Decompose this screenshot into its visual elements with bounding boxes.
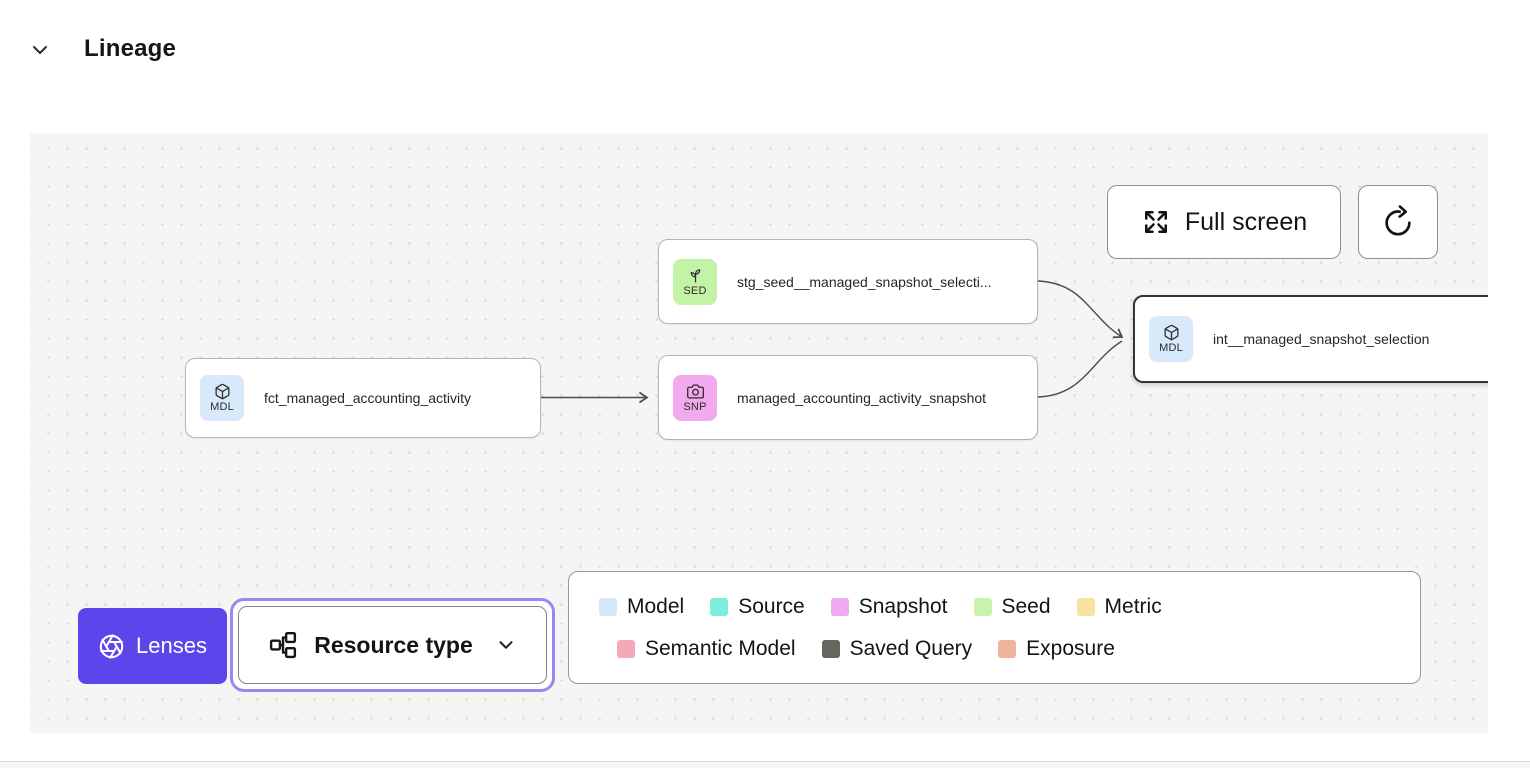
legend-item-snapshot: Snapshot [830, 594, 948, 619]
hierarchy-icon [270, 631, 297, 659]
refresh-icon [1385, 205, 1411, 236]
edge-seed-to-int [1037, 280, 1124, 339]
legend-item-source: Source [710, 595, 805, 619]
node-int-managed-snapshot-selection[interactable]: MDL int__managed_snapshot_selection [1133, 295, 1488, 383]
resource-type-dropdown[interactable]: Resource type [238, 606, 547, 684]
full-screen-button[interactable]: Full screen [1107, 185, 1341, 259]
refresh-button[interactable] [1358, 185, 1438, 259]
badge-code: SNP [683, 400, 707, 413]
resource-type-legend: Model Source Snapshot Seed Metric S [568, 571, 1421, 684]
full-screen-label: Full screen [1184, 207, 1308, 236]
legend-item-seed: Seed [973, 594, 1051, 619]
legend-label: Source [738, 594, 805, 618]
expand-icon [1144, 210, 1167, 233]
legend-label: Seed [1001, 594, 1051, 618]
node-managed-accounting-activity-snapshot[interactable]: SNP managed_accounting_activity_snapshot [658, 355, 1038, 440]
metric-swatch [1076, 597, 1095, 616]
badge-code: MDL [1159, 342, 1183, 354]
legend-item-exposure: Exposure [998, 637, 1115, 661]
legend-row-1: Model Source Snapshot Seed Metric [599, 595, 1420, 619]
node-label: fct_managed_accounting_activity [264, 390, 472, 406]
semantic-model-swatch [617, 639, 635, 658]
model-badge: MDL [1149, 316, 1193, 362]
node-stg-seed-managed-snapshot-selection[interactable]: SED stg_seed__managed_snapshot_selecti..… [658, 239, 1038, 324]
cube-icon [214, 383, 230, 400]
snapshot-swatch [830, 597, 849, 616]
lenses-label: Lenses [136, 633, 207, 658]
resource-type-focus-ring: Resource type [230, 598, 555, 692]
snapshot-badge: SNP [673, 374, 717, 421]
sprout-icon [690, 268, 700, 283]
legend-label: Semantic Model [645, 636, 796, 660]
legend-item-model: Model [599, 595, 684, 619]
edge-snapshot-to-int [1037, 340, 1123, 398]
chevron-down-icon [499, 641, 513, 649]
node-label: stg_seed__managed_snapshot_selecti... [737, 273, 992, 290]
section-divider [0, 761, 1530, 768]
lineage-section-header: Lineage [0, 0, 1530, 100]
cube-icon [1163, 324, 1179, 341]
node-fct-managed-accounting-activity[interactable]: MDL fct_managed_accounting_activity [185, 358, 541, 438]
lineage-canvas[interactable]: Full screen MDL fct_managed_accounting_a… [30, 133, 1488, 733]
legend-label: Metric [1104, 594, 1162, 618]
saved-query-swatch [821, 639, 840, 658]
model-badge: MDL [200, 375, 244, 421]
node-label: int__managed_snapshot_selection [1213, 331, 1430, 347]
legend-item-metric: Metric [1076, 594, 1162, 619]
source-swatch [710, 597, 729, 616]
collapse-chevron-icon[interactable] [28, 38, 52, 62]
legend-row-2: Semantic Model Saved Query Exposure [599, 637, 1420, 661]
badge-code: MDL [210, 401, 234, 413]
seed-swatch [973, 597, 992, 616]
legend-label: Snapshot [858, 594, 948, 618]
legend-item-semantic-model: Semantic Model [617, 637, 796, 661]
seed-badge: SED [673, 258, 717, 305]
camera-icon [686, 383, 704, 399]
exposure-swatch [998, 639, 1017, 658]
legend-item-saved-query: Saved Query [821, 636, 973, 661]
badge-code: SED [683, 284, 707, 297]
aperture-icon [99, 633, 124, 659]
node-label: managed_accounting_activity_snapshot [737, 389, 987, 406]
lenses-button[interactable]: Lenses [78, 608, 227, 684]
model-swatch [599, 597, 617, 616]
legend-label: Exposure [1026, 636, 1115, 660]
legend-label: Model [627, 594, 685, 618]
legend-label: Saved Query [849, 636, 973, 660]
resource-type-label: Resource type [314, 631, 473, 658]
page-title: Lineage [84, 35, 177, 62]
